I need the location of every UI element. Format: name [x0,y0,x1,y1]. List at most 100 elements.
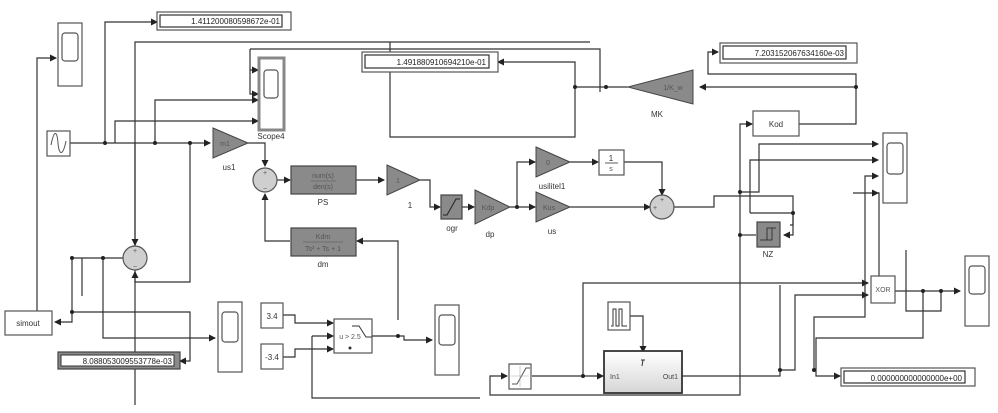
wire-switch-out[interactable] [372,335,433,344]
gain-1[interactable]: 1 1 [386,164,422,210]
wire-to-scope-right-in2[interactable] [749,156,879,213]
xor-block[interactable]: XOR [870,275,896,304]
wire-to-display-5[interactable] [815,291,924,380]
display-5-value: 0.000000000000000e+00 [871,374,963,383]
wire-bus-740[interactable] [489,192,741,396]
wire-to-scope-right-in4[interactable] [878,192,880,283]
sum3-plus-left: + [653,205,657,212]
wire-to-scope-right-in1[interactable] [740,140,879,193]
scope4[interactable]: Scope4 [257,56,286,141]
wire-kod-out[interactable] [699,83,857,125]
display-block-2[interactable]: 1.491880910694210e-01 [361,51,499,73]
wire-switch-ctrl-loop[interactable] [311,336,480,399]
wire-us1-to-sum1[interactable] [248,142,269,167]
wire-to-scope4-in3[interactable] [154,96,259,143]
pulse-wave-icon [611,308,627,327]
wire-const-neg-to-switch[interactable] [283,345,334,358]
sum1-plus: + [263,170,267,177]
sum-block-1[interactable]: + − [252,167,278,193]
wire-nz-in[interactable] [750,212,794,239]
wire-pulse-to-subsystem[interactable] [630,315,647,353]
nz-relay-block[interactable]: NZ [756,221,781,259]
wire-to-scope4-in2[interactable] [114,117,259,143]
sum1-minus: − [263,186,267,193]
wire-to-left-scope[interactable] [36,54,57,322]
wire-scope4-in1c[interactable] [249,70,259,98]
display-1-value: 1.411200080598672e-01 [191,17,280,26]
display-block-5[interactable]: 0.000000000000000e+00 [840,367,976,387]
scope-left-top[interactable] [57,22,83,87]
gain-mk[interactable]: 1/K_w MK [626,69,694,119]
gain-usilitel1-value: 0 [546,160,550,167]
switch-icon [352,325,372,338]
wire-sum2-out[interactable] [54,257,123,326]
junction-dots [70,85,943,378]
wire-scope4-feedback[interactable] [134,41,590,405]
wire-to-display-3[interactable] [707,48,857,87]
kod-block[interactable]: Kod [752,110,800,137]
sum-block-2[interactable]: + − [122,245,148,271]
pulse-generator-block[interactable] [607,301,631,331]
integrator-block[interactable]: 1 s [598,149,625,176]
scope4-label: Scope4 [257,132,285,141]
wire-dp-to-usilitel1[interactable] [516,158,536,207]
gain-us[interactable]: Kus us [535,191,572,236]
sine-wave-block[interactable] [46,130,71,157]
dm-numerator: Kdm [316,234,331,241]
ogr-label: ogr [446,224,458,233]
saturation-block[interactable] [508,363,532,390]
gain-us1[interactable]: m1 us1 [212,127,250,172]
wire-to-bottom-scope[interactable] [102,258,216,342]
ps-denominator: den(s) [313,184,333,191]
wire-to-display-4[interactable] [72,311,191,365]
wire-scope4-in1[interactable] [249,49,259,74]
const-neg-block[interactable]: -3.4 [260,343,284,370]
wire-scope4-in1b[interactable] [250,48,601,92]
wire-to-display-1[interactable] [104,18,158,143]
gain-us-value: Kus [543,205,556,212]
wire-to-kod[interactable] [739,120,753,192]
sine-wave-icon [50,133,67,153]
switch-block[interactable]: u > 2.5 [333,318,373,354]
trigger-icon [641,359,645,367]
const-pos-block[interactable]: 3.4 [260,302,284,329]
wire-subsystem-out[interactable] [682,285,781,377]
gain-dp-value: Kdp [482,205,495,212]
gain-dp[interactable]: Kdp dp [474,189,512,239]
gain-usilitel1[interactable]: 0 usilitel1 [535,146,572,191]
subsystem-block[interactable]: In1 Out1 [603,350,683,394]
simout-block[interactable]: simout [4,310,53,336]
wire-sum2-bottom[interactable] [131,143,191,283]
transfer-fcn-ps[interactable]: num(s) den(s) PS [290,165,357,207]
const-neg-value: -3.4 [265,353,279,362]
integrator-den: s [609,166,613,173]
gain-mk-value: 1/K_w [663,85,683,92]
wire-sum3-out[interactable] [674,195,794,226]
wire-sub-to-xor[interactable] [780,291,869,371]
wire-dm-to-sum1[interactable] [261,193,290,242]
gain-us1-label: us1 [223,163,236,172]
gain-dp-label: dp [486,230,495,239]
saturation-ogr[interactable]: ogr [440,194,463,233]
wire-mk-out[interactable] [389,42,628,138]
transfer-fcn-dm[interactable]: Kdm Ts² + Ts + 1 dm [290,227,357,269]
sum-block-3[interactable]: + + [649,194,675,220]
wire-const-pos-to-switch[interactable] [283,314,334,327]
scope-right-4in[interactable] [882,132,908,204]
wire-to-dm[interactable] [356,237,399,320]
display-block-1[interactable]: 1.411200080598672e-01 [156,11,292,31]
wire-to-display-2[interactable] [497,58,576,87]
display-block-3[interactable]: 7.203152067634160e-03 [719,42,858,64]
wire-gain1-to-ogr[interactable] [420,179,441,211]
gain-1-label: 1 [408,201,413,210]
wire-to-scope-right-in3[interactable] [813,172,879,370]
display-block-4[interactable]: 8.088053009553778e-03 [57,351,181,370]
wire-int-to-sum3[interactable] [624,161,666,196]
wire-sat-branch[interactable] [582,279,869,376]
scope-bottom-switch[interactable] [434,304,460,376]
scope-right-xor[interactable] [964,255,990,327]
display-2-value: 1.491880910694210e-01 [397,58,487,67]
kod-label: Kod [769,120,783,129]
scope-bottom-left[interactable] [217,301,243,373]
